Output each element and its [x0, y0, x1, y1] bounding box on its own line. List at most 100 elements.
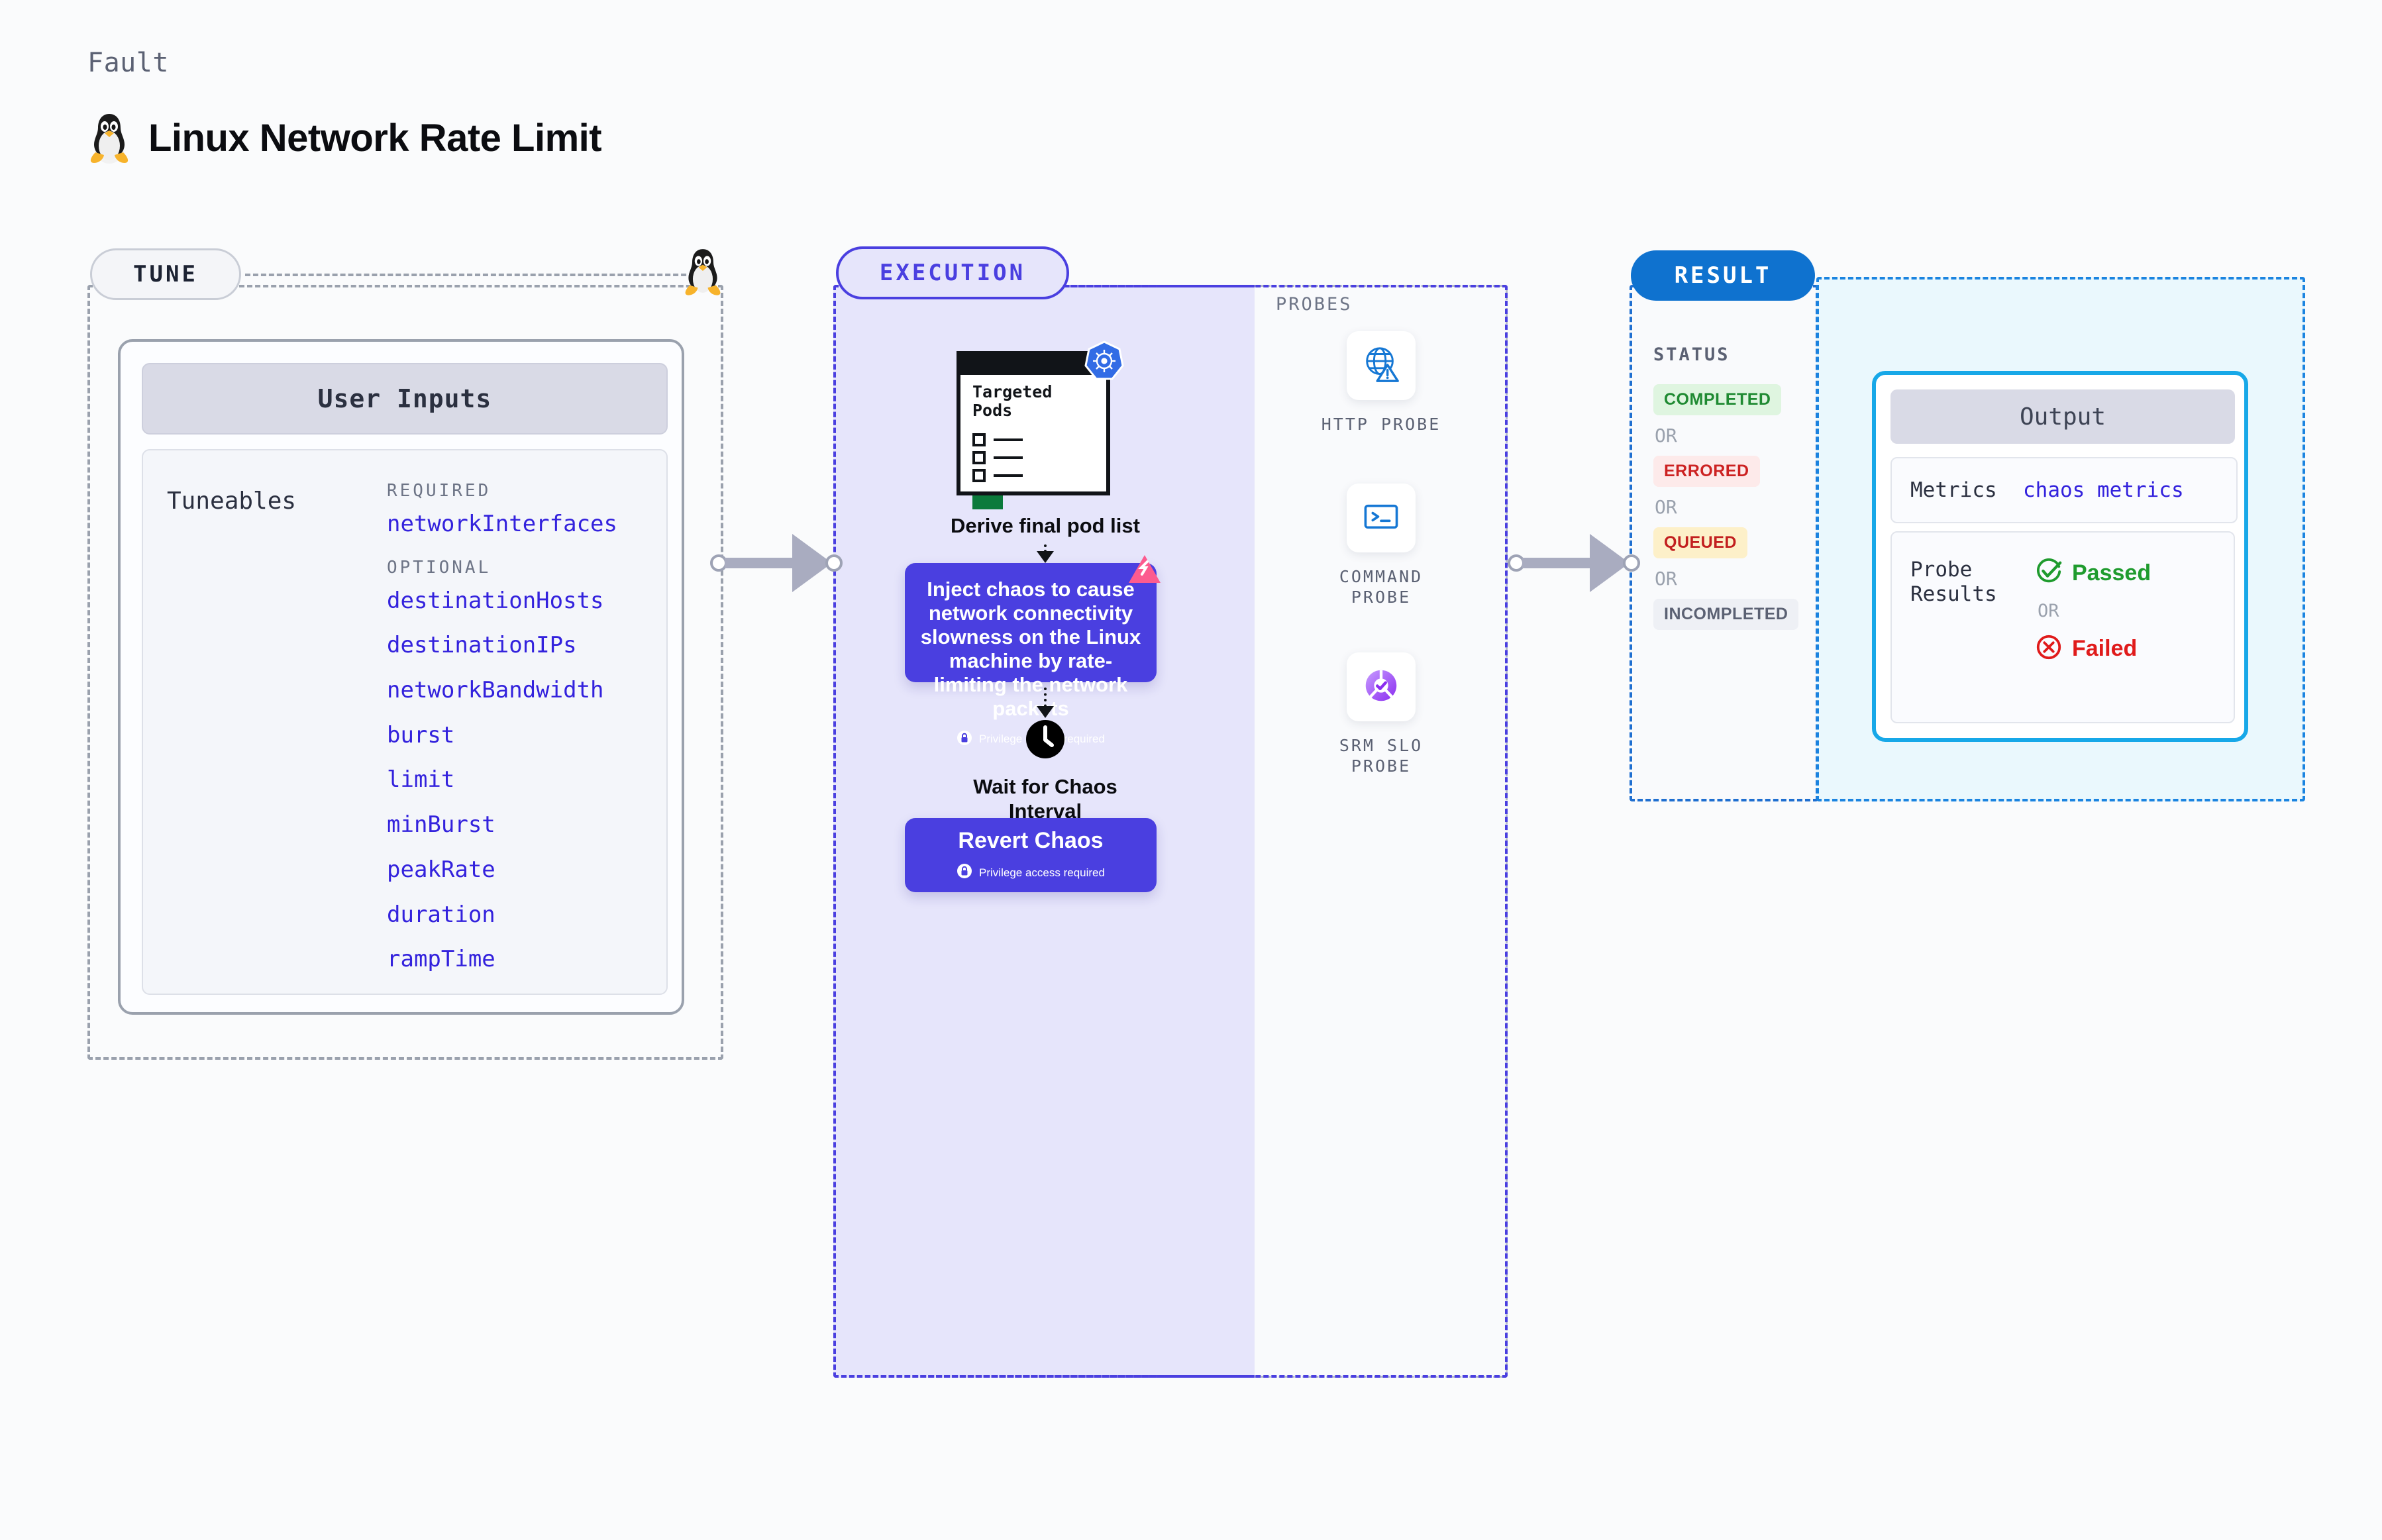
tuneable-minBurst[interactable]: minBurst: [387, 811, 495, 839]
derive-pod-list-caption: Derive final pod list: [951, 514, 1140, 537]
flow-arrow-1: [1037, 551, 1054, 563]
checkbox-icon: [972, 433, 986, 446]
user-inputs-card: User Inputs Tuneables REQUIRED networkIn…: [118, 339, 684, 1015]
pods-checklist-row: [972, 469, 1023, 482]
output-probe-key-line1: Probe: [1910, 558, 1973, 582]
output-metrics-row: Metrics chaos metrics: [1890, 457, 2238, 523]
probe-result-failed: Failed: [2035, 633, 2151, 664]
tuneable-networkInterfaces[interactable]: networkInterfaces: [387, 511, 617, 537]
page-title-row: Linux Network Rate Limit: [87, 111, 602, 164]
connector-start-dot: [1508, 554, 1525, 572]
probe-command-name: COMMAND PROBE: [1339, 567, 1423, 607]
status-or-2: OR: [1655, 496, 1677, 518]
revert-chaos-title: Revert Chaos: [958, 828, 1104, 853]
connector-execution-to-result: [1508, 534, 1640, 592]
result-pill[interactable]: RESULT: [1631, 250, 1815, 301]
litmus-chaos-icon: [1127, 554, 1162, 589]
output-card-title: Output: [1890, 389, 2235, 444]
flow-arrow-2: [1037, 706, 1054, 718]
connector-tune-to-execution: [710, 534, 843, 592]
linux-penguin-icon-connector: [682, 246, 723, 300]
revert-privilege-note: Privilege access required: [979, 866, 1105, 879]
srm-slo-donut-check-icon: [1361, 665, 1402, 709]
fault-kicker: Fault: [87, 48, 169, 78]
flow-line-2: [1044, 688, 1047, 713]
probes-region: [1255, 285, 1508, 1378]
tuneable-destinationIPs[interactable]: destinationIPs: [387, 632, 577, 659]
clock-icon: [1025, 719, 1066, 763]
pods-checklist-row: [972, 433, 1023, 446]
user-inputs-title: User Inputs: [142, 363, 668, 435]
connector-end-dot: [825, 554, 843, 572]
output-probe-values: Passed OR Failed: [2035, 558, 2151, 664]
status-or-1: OR: [1655, 425, 1677, 446]
probe-srm-slo[interactable]: SRM SLO PROBE: [1298, 652, 1464, 776]
probe-http-name: HTTP PROBE: [1321, 415, 1441, 435]
tuneable-destinationHosts[interactable]: destinationHosts: [387, 587, 604, 614]
execution-pill[interactable]: EXECUTION: [836, 246, 1069, 299]
lock-icon: [957, 730, 972, 749]
wait-caption-line1: Wait for Chaos: [973, 775, 1117, 798]
connector-shaft: [725, 558, 811, 568]
placeholder-line: [994, 456, 1023, 459]
probe-http-name-line2: PROBE: [1381, 415, 1441, 434]
tuneables-column: REQUIRED networkInterfaces OPTIONAL dest…: [387, 481, 652, 993]
probe-command[interactable]: COMMAND PROBE: [1298, 484, 1464, 607]
tuneables-panel: Tuneables REQUIRED networkInterfaces OPT…: [142, 449, 668, 995]
tuneables-group-optional-label: OPTIONAL: [387, 557, 492, 578]
probe-http-name-line1: HTTP: [1321, 415, 1369, 434]
probe-srm-slo-name-line2: PROBE: [1351, 756, 1412, 776]
probes-label: PROBES: [1276, 294, 1353, 315]
probe-http[interactable]: HTTP PROBE: [1298, 331, 1464, 435]
probe-command-tile: [1347, 484, 1416, 552]
probe-srm-slo-name: SRM SLO PROBE: [1339, 736, 1423, 776]
tuneable-peakRate[interactable]: peakRate: [387, 856, 495, 883]
probe-srm-slo-tile: [1347, 652, 1416, 721]
kubernetes-icon: [1084, 340, 1125, 385]
page-title: Linux Network Rate Limit: [148, 116, 602, 160]
revert-chaos-box[interactable]: Revert Chaos Privilege access required: [905, 818, 1157, 892]
probe-command-name-line2: PROBE: [1351, 587, 1412, 607]
status-badge-errored: ERRORED: [1653, 456, 1760, 487]
placeholder-line: [994, 474, 1023, 477]
status-list: COMPLETED OR ERRORED OR QUEUED OR INCOMP…: [1653, 384, 1812, 630]
pods-card-titlebar: [960, 355, 1106, 375]
probe-result-passed: Passed: [2035, 558, 2151, 589]
probe-result-failed-label: Failed: [2072, 636, 2138, 661]
execution-column: Targeted Pods: [833, 285, 1257, 1378]
output-probe-key-line2: Results: [1910, 582, 1997, 606]
pods-card-title: Targeted Pods: [972, 383, 1052, 420]
pods-card-title-line1: Targeted: [972, 382, 1053, 401]
terminal-prompt-icon: [1362, 497, 1400, 539]
tune-region: [87, 285, 723, 1060]
probe-result-passed-label: Passed: [2072, 560, 2151, 586]
tuneable-duration[interactable]: duration: [387, 901, 495, 928]
targeted-pods-card: Targeted Pods: [957, 351, 1110, 509]
wait-chaos-caption: Wait for Chaos Interval: [833, 775, 1257, 823]
output-card: Output Metrics chaos metrics Probe Resul…: [1872, 371, 2248, 742]
status-badge-completed: COMPLETED: [1653, 384, 1782, 415]
pods-checklist: [972, 433, 1023, 487]
linux-penguin-icon: [87, 111, 131, 164]
output-probe-results-row: Probe Results Passed OR: [1890, 531, 2235, 723]
checkbox-icon: [972, 451, 986, 464]
tuneable-burst[interactable]: burst: [387, 721, 455, 748]
status-badge-queued: QUEUED: [1653, 527, 1747, 558]
probe-result-or: OR: [2038, 601, 2059, 621]
http-globe-warning-icon: [1361, 344, 1402, 388]
output-metrics-value[interactable]: chaos metrics: [2023, 478, 2184, 502]
tuneables-label: Tuneables: [167, 488, 297, 515]
output-probe-key: Probe Results: [1910, 558, 2023, 606]
tuneable-limit[interactable]: limit: [387, 766, 455, 794]
status-badge-incompleted: INCOMPLETED: [1653, 599, 1799, 630]
inject-chaos-box[interactable]: Inject chaos to cause network connectivi…: [905, 555, 1161, 745]
pods-confirm-bar: [972, 495, 1003, 509]
tuneable-rampTime[interactable]: rampTime: [387, 946, 495, 973]
tune-pill[interactable]: TUNE: [90, 248, 241, 300]
probe-command-name-line1: COMMAND: [1339, 567, 1424, 586]
tuneable-networkBandwidth[interactable]: networkBandwidth: [387, 677, 604, 704]
lock-icon: [957, 863, 972, 882]
output-metrics-key: Metrics: [1910, 478, 1997, 502]
x-circle-icon: [2035, 633, 2063, 664]
